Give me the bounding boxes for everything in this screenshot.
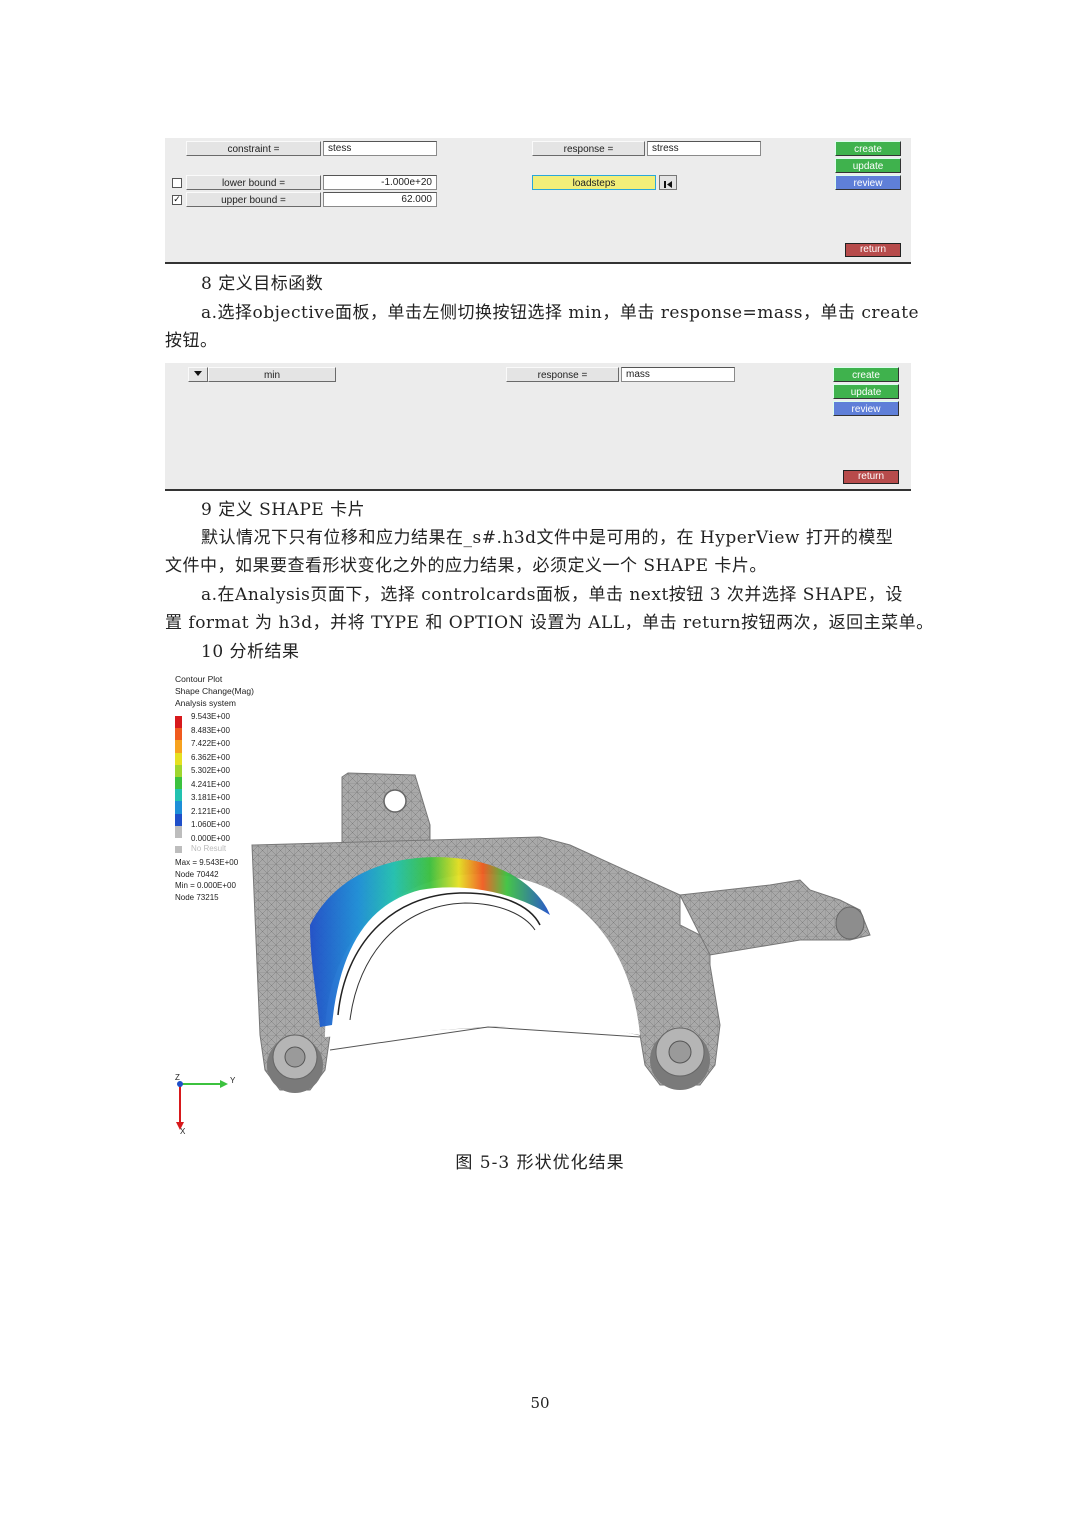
no-result-label: No Result	[191, 844, 227, 853]
section-9-line1: 默认情况下只有位移和应力结果在_s#.h3d文件中是可用的，在 HyperVie…	[201, 528, 894, 548]
upper-bound-checkbox[interactable]: ✓	[172, 195, 182, 205]
response-button[interactable]: response =	[506, 367, 619, 382]
axis-x-label: X	[180, 1127, 186, 1136]
section-8a-line1: a.选择objective面板，单击左侧切换按钮选择 min，单击 respon…	[201, 303, 920, 323]
upper-bound-field[interactable]: 62.000	[323, 192, 437, 207]
section-8a-line2: 按钮。	[165, 331, 218, 351]
axis-triad	[176, 1080, 228, 1130]
upper-bound-button[interactable]: upper bound =	[186, 192, 321, 207]
constraint-panel: constraint = stess response = stress low…	[165, 138, 911, 264]
legend-value: 4.241E+00	[191, 780, 230, 789]
legend-value: 5.302E+00	[191, 766, 230, 775]
legend-colorbar	[175, 716, 182, 838]
section-8-heading: 8 定义目标函数	[201, 274, 324, 294]
page-number: 50	[530, 1394, 550, 1412]
section-9a-line1: a.在Analysis页面下，选择 controlcards面板，单击 next…	[201, 585, 903, 605]
section-10-heading: 10 分析结果	[201, 642, 300, 662]
section-9-heading: 9 定义 SHAPE 卡片	[201, 500, 366, 520]
bracket-body	[251, 772, 871, 1093]
section-9a-line2: 置 format 为 h3d，并将 TYPE 和 OPTION 设置为 ALL，…	[165, 613, 934, 633]
axis-y-label: Y	[230, 1076, 236, 1085]
create-button[interactable]: create	[835, 141, 901, 156]
legend-value: 6.362E+00	[191, 753, 230, 762]
lower-bound-checkbox[interactable]	[172, 178, 182, 188]
shape-change-fringe	[310, 857, 550, 1027]
objective-panel: min response = mass create update review…	[165, 363, 911, 491]
axis-z-label: Z	[175, 1073, 180, 1082]
min-node: Node 73215	[175, 893, 219, 902]
loadsteps-button[interactable]: loadsteps	[532, 175, 656, 190]
legend-value: 9.543E+00	[191, 712, 230, 721]
legend-value: 3.181E+00	[191, 793, 230, 802]
update-button[interactable]: update	[835, 158, 901, 173]
toggle-dropdown-icon[interactable]	[188, 367, 208, 382]
legend-value: 2.121E+00	[191, 807, 230, 816]
max-node: Node 70442	[175, 870, 219, 879]
constraint-button[interactable]: constraint =	[186, 141, 321, 156]
update-button[interactable]: update	[833, 384, 899, 399]
lower-bound-field[interactable]: -1.000e+20	[323, 175, 437, 190]
legend-value: 0.000E+00	[191, 834, 230, 843]
section-9-line2: 文件中，如果要查看形状变化之外的应力结果，必须定义一个 SHAPE 卡片。	[165, 556, 767, 576]
review-button[interactable]: review	[833, 401, 899, 416]
contour-system: Analysis system	[175, 698, 236, 708]
legend-value: 7.422E+00	[191, 739, 230, 748]
legend-value: 8.483E+00	[191, 726, 230, 735]
response-field[interactable]: mass	[621, 367, 735, 382]
legend-value: 1.060E+00	[191, 820, 230, 829]
contour-title: Contour Plot	[175, 674, 223, 684]
no-result-swatch	[175, 846, 182, 853]
reset-icon[interactable]	[659, 175, 677, 190]
max-value: Max = 9.543E+00	[175, 858, 239, 867]
response-field[interactable]: stress	[647, 141, 761, 156]
create-button[interactable]: create	[833, 367, 899, 382]
contour-result-type: Shape Change(Mag)	[175, 686, 254, 696]
return-button[interactable]: return	[843, 470, 899, 484]
return-button[interactable]: return	[845, 243, 901, 257]
min-value: Min = 0.000E+00	[175, 881, 236, 890]
review-button[interactable]: review	[835, 175, 901, 190]
figure-caption: 图 5-3 形状优化结果	[455, 1153, 625, 1173]
lower-bound-button[interactable]: lower bound =	[186, 175, 321, 190]
constraint-name-field[interactable]: stess	[323, 141, 437, 156]
min-toggle-button[interactable]: min	[208, 367, 336, 382]
bracket-model-view	[251, 772, 871, 1093]
response-button[interactable]: response =	[532, 141, 645, 156]
